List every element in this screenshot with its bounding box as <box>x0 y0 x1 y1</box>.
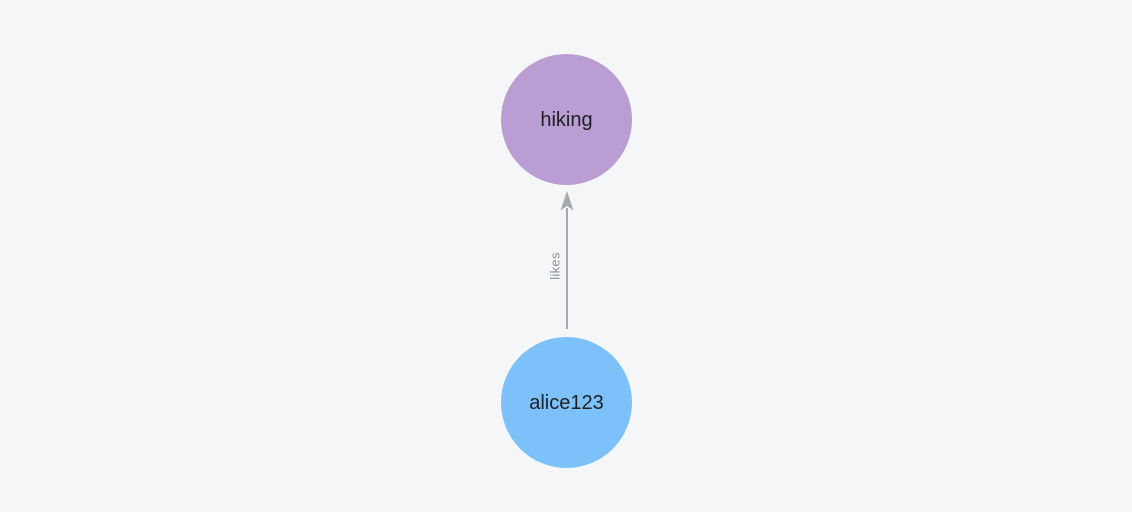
node-alice123-label: alice123 <box>529 391 604 414</box>
node-hiking[interactable]: hiking <box>501 54 632 185</box>
edge-label-likes: likes <box>547 252 563 280</box>
node-alice123[interactable]: alice123 <box>501 337 632 468</box>
node-hiking-label: hiking <box>540 108 593 131</box>
edge-arrowhead-icon <box>560 191 574 211</box>
